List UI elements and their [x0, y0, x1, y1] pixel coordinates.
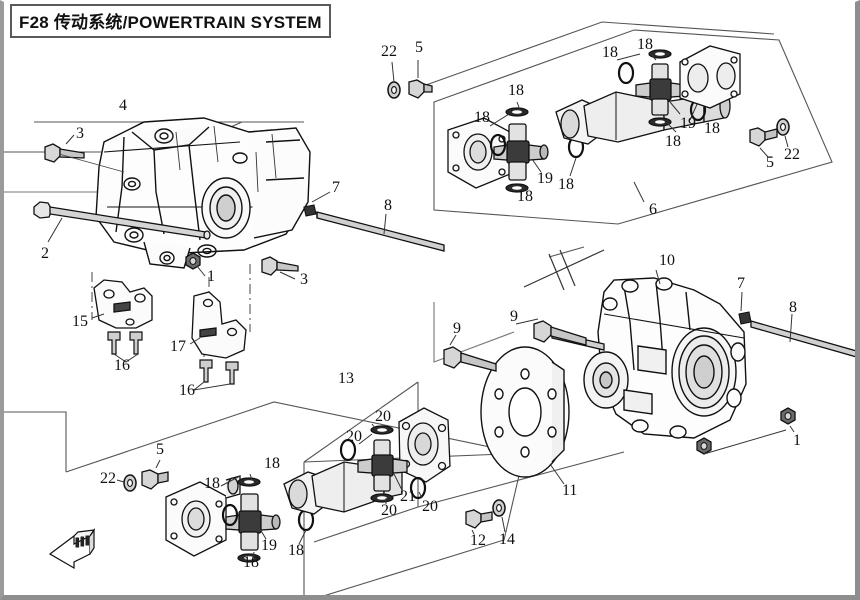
callout-13: 13 [338, 370, 354, 387]
callout-11: 11 [562, 482, 577, 499]
callout-19-top: 19 [537, 170, 553, 187]
callout-5-bottom: 5 [156, 441, 164, 458]
callout-3-lower: 3 [300, 271, 308, 288]
axle-clip-part-7-front [303, 204, 317, 217]
callout-1-rear: 1 [793, 432, 801, 449]
callout-5-topleft: 5 [415, 39, 423, 56]
callout-18-d: 18 [558, 176, 574, 193]
callout-18-e: 18 [602, 44, 618, 61]
mount-bracket-part-17 [191, 291, 247, 359]
callout-8-rear: 8 [789, 299, 797, 316]
callout-20-b: 20 [375, 408, 391, 425]
bracket-bolts-part-16-left [107, 331, 143, 355]
hub-bolt-part-9-right [533, 320, 587, 346]
callout-18-k: 18 [243, 554, 259, 571]
callout-10: 10 [659, 252, 675, 269]
front-differential-assembly [95, 117, 311, 269]
callout-18-b: 18 [508, 82, 524, 99]
washer-part-22-topleft [387, 81, 401, 99]
callout-18-l: 18 [288, 542, 304, 559]
callout-14: 14 [499, 531, 515, 548]
callout-18-h: 18 [704, 120, 720, 137]
propeller-shaft-tube-rear [283, 461, 403, 515]
universal-joint-cross-19-front [493, 123, 549, 181]
flange-yoke-rear-left [165, 475, 241, 557]
callout-7-rear: 7 [737, 275, 745, 292]
hub-flange [398, 407, 451, 483]
callout-12: 12 [470, 532, 486, 549]
fwd-direction-marker [48, 528, 96, 570]
callout-20-a: 20 [346, 428, 362, 445]
callout-3-upper: 3 [76, 125, 84, 142]
mount-bracket-part-15 [93, 279, 153, 329]
callout-20-c: 20 [381, 502, 397, 519]
long-bolt-part-2 [33, 201, 211, 240]
callout-5-topright: 5 [766, 154, 774, 171]
bracket-bolts-part-16-right [199, 359, 239, 385]
page-title: F28 传动系统/POWERTRAIN SYSTEM [10, 4, 331, 38]
callout-4: 4 [119, 97, 127, 114]
rear-differential-assembly [583, 277, 747, 439]
callout-9-right: 9 [510, 308, 518, 325]
callout-18-j: 18 [264, 455, 280, 472]
axle-clip-part-7-rear [738, 311, 752, 325]
callout-22-bottom: 22 [100, 470, 116, 487]
callout-16-left: 16 [114, 357, 130, 374]
callout-15: 15 [72, 313, 88, 330]
callout-20-d: 20 [422, 498, 438, 515]
hub-bolt-part-9-left [443, 346, 497, 372]
parts-exploded-diagram: 1 2 3 3 4 5 5 5 6 7 7 8 8 9 9 10 11 12 1… [4, 21, 855, 595]
callout-6: 6 [649, 201, 657, 218]
propeller-shaft-tube-front [555, 91, 731, 145]
callout-18-c: 18 [517, 188, 533, 205]
bolt-part-5-topright [749, 127, 778, 147]
page-title-text: F28 传动系统/POWERTRAIN SYSTEM [19, 13, 322, 32]
callout-9-left: 9 [453, 320, 461, 337]
washer-part-22-bottom [123, 474, 137, 492]
flange-yoke-front-right [679, 45, 741, 109]
callout-22-topright: 22 [784, 146, 800, 163]
universal-joint-cross-19-rear [225, 493, 281, 551]
callout-19-top2: 19 [680, 115, 696, 132]
washer-part-22-topright [776, 118, 790, 136]
bolt-part-5-bottom [141, 469, 169, 490]
callout-21: 21 [400, 488, 416, 505]
axle-shaft-part-8-rear [750, 320, 855, 358]
callout-16-right: 16 [179, 382, 195, 399]
flange-nut-part-1-rear-a [696, 437, 712, 455]
flange-nut-part-1-rear-b [780, 407, 796, 425]
callout-22-topleft: 22 [381, 43, 397, 60]
callout-2: 2 [41, 245, 49, 262]
break-symbol [523, 249, 605, 291]
callout-19-bottom: 19 [261, 537, 277, 554]
callout-1-front: 1 [207, 268, 215, 285]
callout-8-front: 8 [384, 197, 392, 214]
callout-18-i: 18 [204, 475, 220, 492]
callout-18-f: 18 [637, 36, 653, 53]
brake-disc-part-11 [480, 346, 570, 478]
callout-numbers: 1 2 3 3 4 5 5 5 6 7 7 8 8 9 9 10 11 12 1… [41, 36, 801, 571]
callout-18-g: 18 [665, 133, 681, 150]
bolt-part-5-topleft [408, 79, 433, 99]
callout-7-front: 7 [332, 179, 340, 196]
universal-joint-cross-part-21 [357, 439, 408, 492]
flange-bolt-part-3-upper [44, 143, 85, 163]
washer-part-14 [492, 499, 506, 517]
callout-17: 17 [170, 338, 186, 355]
axle-shaft-part-8-front [316, 211, 445, 252]
flange-bolt-part-3-lower [261, 256, 299, 276]
bolt-part-12 [465, 509, 493, 529]
callout-18-a: 18 [474, 109, 490, 126]
